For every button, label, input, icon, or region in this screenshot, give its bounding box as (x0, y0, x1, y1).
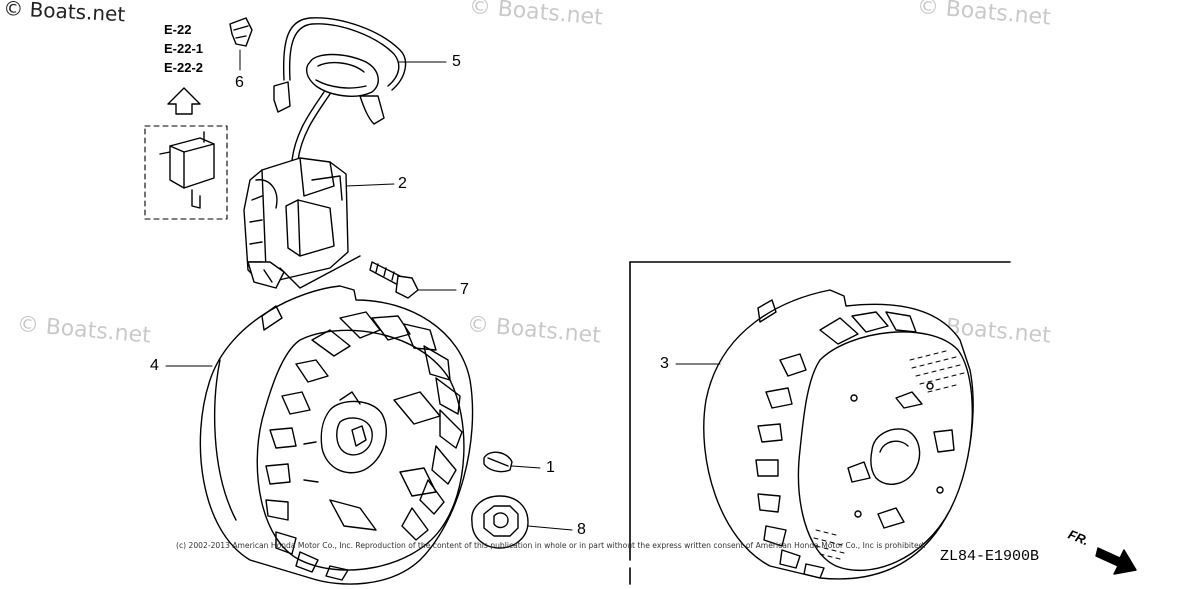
reference-code-list: E-22 E-22-1 E-22-2 (164, 20, 203, 77)
reference-code[interactable]: E-22-2 (164, 60, 204, 75)
flywheel-part-4 (199, 285, 474, 585)
callout-2[interactable]: 2 (398, 175, 407, 192)
callout-1[interactable]: 1 (546, 459, 555, 476)
vent-holes-top (909, 350, 965, 393)
drawing-code: ZL84-E1900B (940, 548, 1040, 565)
leader-lines (165, 61, 721, 531)
front-direction-arrow-icon (1095, 547, 1137, 575)
flange-nut-part-8 (471, 495, 529, 549)
optional-module-box (144, 125, 228, 220)
flywheel-part-3 (703, 289, 974, 580)
reference-code[interactable]: E-22-1 (164, 41, 204, 56)
callout-3[interactable]: 3 (660, 355, 669, 372)
ignition-coil-part-2 (243, 157, 361, 289)
vent-holes-bottom (813, 529, 845, 560)
callout-8[interactable]: 8 (577, 521, 586, 538)
callout-4[interactable]: 4 (150, 357, 159, 374)
clip-part-6 (229, 17, 253, 47)
callout-5[interactable]: 5 (452, 53, 461, 70)
up-arrow-icon (167, 87, 201, 115)
callout-6[interactable]: 6 (235, 74, 244, 91)
callout-7[interactable]: 7 (460, 281, 469, 298)
copyright-notice: (c) 2002-2013 American Honda Motor Co., … (176, 541, 926, 550)
spark-plug-cap-part-5 (273, 17, 407, 207)
bolt-part-7 (369, 261, 419, 299)
woodruff-key-part-1 (483, 451, 513, 473)
reference-code[interactable]: E-22 (164, 22, 192, 37)
